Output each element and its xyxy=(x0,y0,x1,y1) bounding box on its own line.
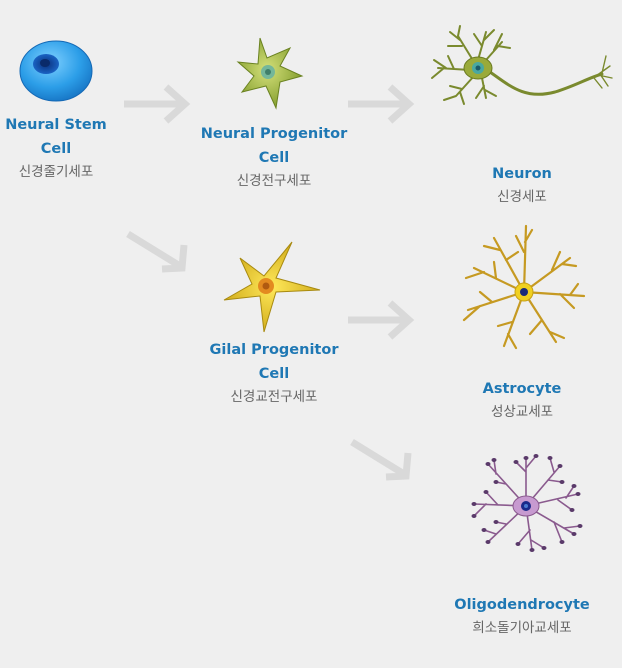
neuron-title: Neuron xyxy=(492,166,552,182)
neural-stem-cell-node: Neural Stem Cell 신경줄기세포 xyxy=(0,113,112,183)
neural-stem-cell-icon xyxy=(19,40,93,102)
arrow-stem-to-neural-progenitor xyxy=(124,84,191,124)
oligodendrocyte-subtitle: 희소돌기아교세포 xyxy=(472,620,572,636)
neural-progenitor-cell-icon xyxy=(236,37,304,110)
astrocyte-subtitle: 성상교세포 xyxy=(490,404,554,420)
glial-progenitor-cell-subtitle: 신경교전구세포 xyxy=(230,389,318,405)
glial-progenitor-cell-node: Gilal Progenitor Cell 신경교전구세포 xyxy=(196,338,352,408)
astrocyte-title: Astrocyte xyxy=(482,381,562,397)
glial-progenitor-cell-icon xyxy=(223,241,321,333)
neural-stem-cell-title: Neural Stem Cell xyxy=(5,117,107,157)
neural-progenitor-cell-title: Neural Progenitor Cell xyxy=(200,126,348,166)
oligodendrocyte-title: Oligodendrocyte xyxy=(454,597,590,613)
neuron-node: Neuron 신경세포 xyxy=(452,162,592,208)
glial-progenitor-cell-title: Gilal Progenitor Cell xyxy=(209,342,339,382)
neural-progenitor-cell-node: Neural Progenitor Cell 신경전구세포 xyxy=(196,122,352,192)
neural-progenitor-cell-subtitle: 신경전구세포 xyxy=(236,173,312,189)
neuron-icon xyxy=(431,25,613,105)
arrow-neural-progenitor-to-neuron xyxy=(348,84,415,124)
neural-stem-cell-subtitle: 신경줄기세포 xyxy=(18,164,94,180)
arrow-glial-progenitor-to-astrocyte xyxy=(348,300,415,340)
oligodendrocyte-icon xyxy=(471,454,583,552)
astrocyte-node: Astrocyte 성상교세포 xyxy=(452,377,592,423)
oligodendrocyte-node: Oligodendrocyte 희소돌기아교세포 xyxy=(446,593,598,639)
neuron-subtitle: 신경세포 xyxy=(497,189,547,205)
arrow-stem-to-glial-progenitor xyxy=(126,231,188,273)
arrow-glial-progenitor-to-oligodendrocyte xyxy=(350,439,412,481)
astrocyte-icon xyxy=(462,224,586,350)
